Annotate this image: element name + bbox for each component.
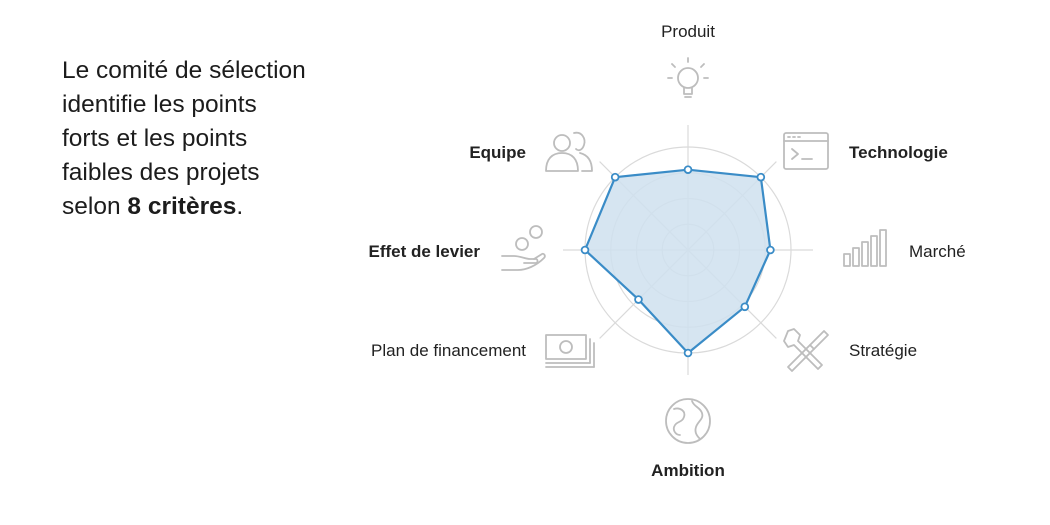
radar-series	[580, 165, 775, 358]
axis-label-7: Effet de levier	[369, 242, 481, 261]
hand-coins-icon	[501, 225, 546, 271]
globe-icon	[665, 398, 711, 444]
radar-point-6	[634, 295, 643, 304]
people-icon	[545, 131, 593, 172]
axis-label-1: Produit	[661, 22, 715, 41]
axis-label-2: Technologie	[849, 143, 948, 162]
criteria-count: 8 critères	[127, 193, 237, 220]
radar-point-1	[683, 165, 693, 174]
tools-icon	[783, 328, 829, 372]
radar-point-4	[740, 302, 750, 312]
intro-line-1: Le comité de sélection	[62, 57, 306, 84]
intro-text: Le comité de sélection identifie les poi…	[62, 54, 362, 224]
axis-label-6: Plan de financement	[371, 341, 526, 360]
code-window-icon	[783, 132, 829, 170]
radar-axis-labels: ProduitTechnologieMarchéStratégieAmbitio…	[369, 22, 966, 480]
radar-point-2	[756, 172, 766, 182]
radar-point-8	[610, 172, 620, 182]
axis-label-5: Ambition	[651, 461, 725, 480]
intro-line-5-suffix: .	[236, 193, 244, 220]
radar-point-3	[766, 245, 775, 255]
intro-line-2: identifie les points	[62, 91, 257, 118]
banknotes-icon	[545, 334, 595, 368]
bar-chart-icon	[843, 229, 887, 267]
axis-label-4: Stratégie	[849, 341, 917, 360]
radar-point-5	[683, 348, 693, 358]
intro-line-4: faibles des projets	[62, 159, 260, 186]
axis-label-3: Marché	[909, 242, 966, 261]
axis-label-8: Equipe	[469, 143, 526, 162]
intro-line-5-prefix: selon	[62, 193, 128, 220]
lightbulb-icon	[667, 57, 709, 98]
radar-axis-icons	[501, 57, 887, 444]
radar-point-7	[580, 245, 590, 255]
intro-line-3: forts et les points	[62, 125, 248, 152]
intro-line-5: selon 8 critères.	[62, 190, 362, 224]
